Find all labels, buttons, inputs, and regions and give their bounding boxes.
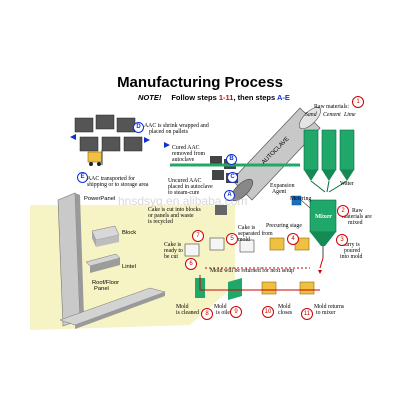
note-text-a: Follow steps: [171, 93, 219, 102]
note-label: NOTE!: [138, 93, 162, 102]
label-mixer: Mixer: [315, 213, 332, 220]
step-marker-8: 8: [201, 308, 213, 320]
block-side: [92, 231, 96, 247]
label-powerpanel: PowerPanel: [84, 196, 116, 202]
label-returns-1: Mold returns: [314, 304, 345, 310]
label-separated-2: separated from: [238, 231, 273, 237]
label-cleaned-1: Mold: [176, 304, 189, 310]
watermark: hnsdsyq.en.alibaba.com: [118, 194, 248, 208]
step-marker-10: 10: [262, 306, 274, 318]
label-oiled-2: is oiled: [216, 310, 233, 316]
mixer-shape: [291, 195, 337, 258]
blue-arrows: [70, 134, 170, 148]
label-pallets-2: placed on pallets: [149, 129, 188, 135]
label-raw-mixed-1: Raw: [352, 208, 363, 214]
label-cured-1: Cured AAC: [172, 145, 200, 151]
page-title: Manufacturing Process: [117, 74, 283, 91]
label-slurry-3: into mold: [340, 254, 363, 260]
label-transport-1: AAC transported for: [87, 176, 135, 182]
label-cement: Cement: [323, 112, 341, 118]
label-precuring: Precuring stage: [266, 223, 302, 229]
label-uncured-2: placed in autoclave: [168, 184, 213, 190]
step-marker-2: 2: [337, 205, 349, 217]
label-water: Water: [340, 181, 354, 187]
letter-marker-d: D: [133, 122, 144, 133]
label-cured-3: autoclave: [172, 157, 195, 163]
label-expansion-2: Agent: [272, 189, 287, 195]
label-raw-mixed-2: materials are: [342, 214, 372, 220]
step-marker-4: 4: [287, 233, 299, 245]
flow-arrows: [199, 257, 324, 291]
label-ready-1: Cake is: [164, 242, 182, 248]
step-marker-11: 11: [301, 308, 313, 320]
label-slurry-2: poured: [344, 248, 361, 254]
step-marker-1: 1: [352, 96, 364, 108]
silos: [303, 129, 355, 193]
label-expansion-1: Expansion: [270, 183, 295, 189]
label-raw-materials: Raw materials:: [314, 104, 349, 110]
label-raw-mixed-3: mixed: [348, 220, 363, 226]
label-ready-3: be cut: [164, 254, 179, 260]
note-letters: A-E: [276, 93, 290, 102]
step-marker-9: 9: [230, 306, 242, 318]
pallet-stacks: [74, 114, 143, 152]
label-separated-1: Cake is: [238, 225, 256, 231]
label-separated-3: mold: [238, 237, 250, 243]
label-cleaned-2: is cleaned: [176, 310, 200, 316]
label-cut-3: is recycled: [148, 219, 173, 225]
step-marker-7: 7: [192, 230, 204, 242]
label-oiled-1: Mold: [214, 304, 227, 310]
step-marker-5: 5: [226, 233, 238, 245]
note-text-b: , then steps: [233, 93, 277, 102]
label-block: Block: [122, 230, 137, 236]
letter-marker-b: B: [226, 154, 237, 165]
letter-marker-e: E: [77, 172, 88, 183]
letter-marker-c: C: [227, 172, 238, 183]
label-transport-2: shipping or to storage area: [87, 182, 149, 188]
label-uncured-1: Uncured AAC: [168, 178, 202, 184]
label-cured-2: removed from: [172, 151, 205, 157]
label-pallets-1: AAC is shrink wrapped and: [144, 123, 209, 129]
label-sand: Sand: [305, 112, 317, 118]
label-ready-2: ready to: [164, 248, 183, 254]
block-front: [96, 235, 119, 247]
label-roof-1: Roof/Floor: [92, 280, 120, 286]
label-lintel: Lintel: [122, 264, 136, 270]
note-steps: 1-11: [218, 93, 234, 102]
step-marker-6: 6: [185, 258, 197, 270]
label-cut-2: or panels and waste: [148, 213, 194, 219]
label-lime: Lime: [344, 112, 356, 118]
label-metering: Metering: [290, 196, 312, 202]
label-uncured-3: to steam-cure: [168, 190, 200, 196]
roof-panel-edge: [75, 292, 165, 329]
label-cut-1: Cake is cut into blocks: [148, 207, 201, 213]
label-slurry-1: Slurry is: [340, 242, 360, 248]
label-closes-1: Mold: [278, 304, 291, 310]
note-line: NOTE! Follow steps 1-11, then steps A-E: [138, 93, 290, 102]
label-roof-2: Panel: [94, 286, 109, 292]
forklift: [87, 150, 103, 166]
step-marker-3: 3: [336, 234, 348, 246]
label-returns-2: to mixer: [316, 310, 336, 316]
lintel-front: [90, 258, 120, 273]
letter-marker-a: A: [224, 190, 235, 201]
autoclave-end: [298, 106, 322, 130]
powerpanel-edge: [75, 193, 84, 320]
label-returned: Mold will be returned for next setup: [210, 268, 295, 274]
label-closes-2: closes: [278, 310, 293, 316]
